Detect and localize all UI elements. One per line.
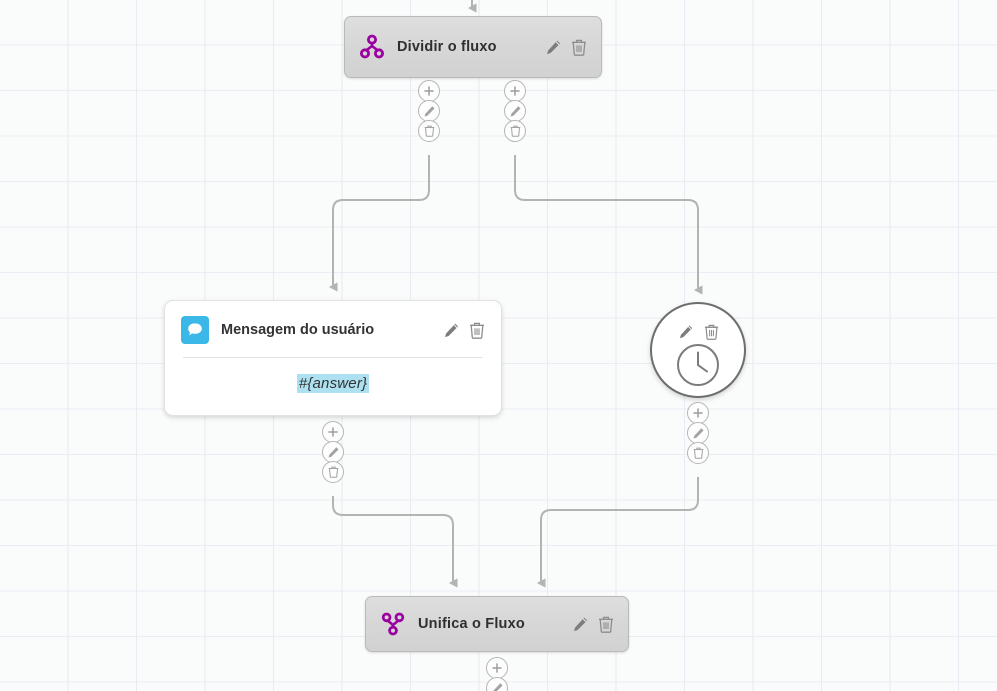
add-node-button[interactable] — [687, 402, 709, 424]
edit-pencil-icon[interactable] — [545, 39, 562, 56]
node-toolbar — [554, 616, 614, 633]
edge-message-to-merge — [332, 496, 458, 588]
node-toolbar — [425, 322, 485, 339]
edge-split-to-timer — [514, 155, 703, 295]
node-title: Dividir o fluxo — [397, 39, 497, 55]
delete-trash-icon[interactable] — [571, 39, 587, 56]
delete-edge-button[interactable] — [418, 120, 440, 142]
add-node-button[interactable] — [322, 421, 344, 443]
chat-bubble-icon — [181, 316, 209, 344]
handle-stack-message-out[interactable] — [322, 421, 344, 483]
split-branch-icon — [359, 34, 385, 60]
delete-trash-icon[interactable] — [704, 324, 719, 340]
edge-timer-to-merge — [536, 477, 699, 588]
edit-edge-button[interactable] — [486, 677, 508, 691]
edit-pencil-icon[interactable] — [572, 616, 589, 633]
handle-stack-split-left[interactable] — [418, 80, 440, 142]
edit-pencil-icon[interactable] — [443, 322, 460, 339]
add-node-button[interactable] — [418, 80, 440, 102]
node-body: #{answer} — [165, 358, 501, 415]
edit-edge-button[interactable] — [687, 422, 709, 444]
card-divider — [183, 357, 483, 358]
node-delay-timer[interactable] — [650, 302, 746, 398]
add-node-button[interactable] — [504, 80, 526, 102]
node-title: Mensagem do usuário — [221, 322, 375, 338]
handle-stack-merge-out[interactable] — [486, 657, 508, 691]
node-toolbar — [678, 324, 719, 340]
merge-branch-icon — [380, 611, 406, 637]
edit-pencil-icon[interactable] — [678, 324, 694, 340]
handle-stack-timer-out[interactable] — [687, 402, 709, 464]
node-merge-flow[interactable]: Unifica o Fluxo — [365, 596, 629, 652]
node-title: Unifica o Fluxo — [418, 616, 525, 632]
clock-icon — [675, 342, 721, 393]
edit-edge-button[interactable] — [322, 441, 344, 463]
node-header: Mensagem do usuário — [165, 301, 501, 345]
handle-stack-split-right[interactable] — [504, 80, 526, 142]
edge-split-to-message — [328, 155, 430, 292]
delete-edge-button[interactable] — [504, 120, 526, 142]
node-split-flow[interactable]: Dividir o fluxo — [344, 16, 602, 78]
answer-variable-token[interactable]: #{answer} — [296, 374, 370, 393]
edit-edge-button[interactable] — [504, 100, 526, 122]
add-node-button[interactable] — [486, 657, 508, 679]
edit-edge-button[interactable] — [418, 100, 440, 122]
node-user-message[interactable]: Mensagem do usuário — [164, 300, 502, 416]
delete-trash-icon[interactable] — [598, 616, 614, 633]
delete-edge-button[interactable] — [322, 461, 344, 483]
delete-edge-button[interactable] — [687, 442, 709, 464]
delete-trash-icon[interactable] — [469, 322, 485, 339]
node-toolbar — [527, 39, 587, 56]
